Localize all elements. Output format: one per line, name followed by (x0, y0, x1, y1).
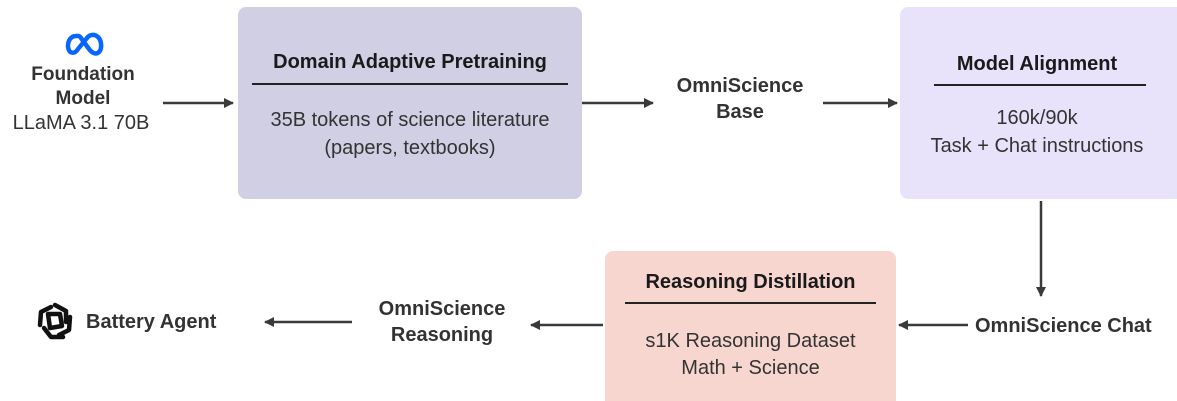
knot-logo-icon (37, 302, 73, 340)
alignment-title: Model Alignment (956, 53, 1118, 75)
foundation-subtitle: LLaMA 3.1 70B (12, 112, 150, 134)
pretraining-underline (252, 83, 568, 85)
omniscience-reasoning-node: OmniScience Reasoning (352, 296, 532, 348)
pretraining-box: Domain Adaptive Pretraining 35B tokens o… (238, 7, 582, 199)
distillation-line1: s1K Reasoning Dataset (645, 330, 856, 352)
omniscience-base-node: OmniScience Base (655, 73, 825, 125)
distillation-box: Reasoning Distillation s1K Reasoning Dat… (605, 251, 896, 401)
pretraining-line2: (papers, textbooks) (324, 137, 496, 159)
alignment-line1: 160k/90k (996, 107, 1078, 129)
meta-logo-icon (65, 32, 104, 56)
pretraining-title: Domain Adaptive Pretraining (273, 51, 547, 73)
battery-agent-label: Battery Agent (86, 311, 217, 333)
omniscience-chat-node: OmniScience Chat (975, 315, 1152, 337)
reasoning-line2: Reasoning (390, 324, 494, 346)
distillation-underline (625, 302, 876, 304)
battery-agent-node: Battery Agent (36, 302, 256, 342)
distillation-line2: Math + Science (681, 357, 820, 379)
base-line1: OmniScience (676, 75, 804, 97)
alignment-underline (934, 84, 1146, 86)
foundation-model-node: Foundation Model LLaMA 3.1 70B (4, 30, 162, 134)
reasoning-line1: OmniScience (378, 298, 506, 320)
foundation-title-line2: Model (55, 88, 111, 109)
alignment-box: Model Alignment 160k/90k Task + Chat ins… (900, 7, 1177, 199)
foundation-title-line1: Foundation (31, 64, 135, 85)
alignment-line2: Task + Chat instructions (930, 135, 1144, 157)
distillation-title: Reasoning Distillation (645, 271, 856, 293)
pretraining-line1: 35B tokens of science literature (270, 109, 550, 131)
base-line2: Base (716, 101, 764, 123)
